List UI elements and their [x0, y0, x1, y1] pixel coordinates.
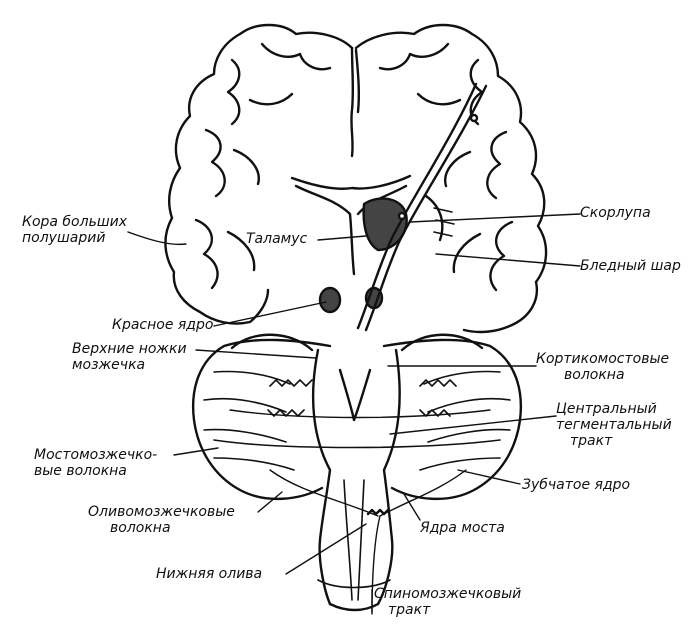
cerebellum-right [382, 338, 522, 500]
right-hemisphere [354, 23, 548, 334]
left-hemisphere [164, 23, 354, 325]
corticopontine-tract [364, 84, 488, 332]
label-red-nucleus: Красное ядро [112, 317, 214, 333]
brainstem [311, 348, 401, 606]
longitudinal-fissure [350, 46, 355, 158]
label-dentate-nucleus: Зубчатое ядро [522, 477, 631, 493]
cerebellum-left [192, 338, 332, 500]
label-pontocerebellar: Мостомозжечко-вые волокна [34, 447, 158, 479]
label-inferior-olive: Нижняя олива [156, 566, 263, 582]
dentate-right [419, 379, 457, 417]
label-putamen: Скорлупа [580, 205, 651, 221]
label-globus-pallidus: Бледный шар [580, 258, 681, 274]
label-pontine-nuclei: Ядра моста [420, 520, 505, 536]
label-thalamus: Таламус [246, 231, 308, 247]
dentate-left [267, 379, 313, 417]
red-nucleus-shape [318, 286, 342, 314]
